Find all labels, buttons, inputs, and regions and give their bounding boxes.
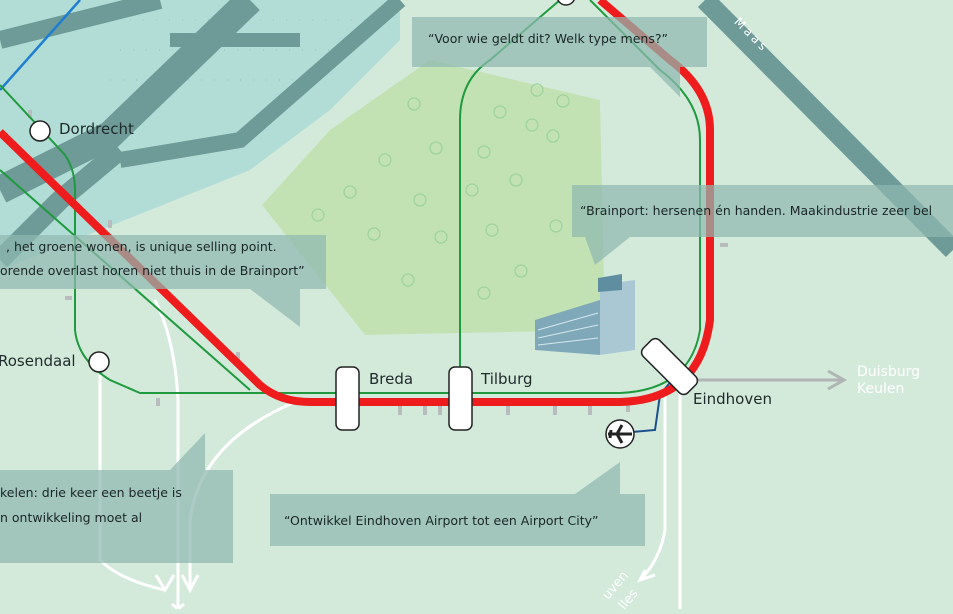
callout-right: “Brainport: hersenen én handen. Maakindu… bbox=[580, 203, 933, 218]
destination-duisburg: Duisburg bbox=[857, 364, 920, 380]
station-tilburg-marker[interactable] bbox=[448, 366, 473, 431]
station-label-eindhoven: Eindhoven bbox=[693, 390, 772, 408]
arrow-east bbox=[690, 369, 848, 391]
blue-line bbox=[0, 0, 81, 91]
station-label-dordrecht: Dordrecht bbox=[59, 120, 134, 138]
station-dordrecht-marker[interactable] bbox=[29, 120, 51, 142]
airport-icon[interactable] bbox=[605, 419, 635, 449]
callout-left-1: , het groene wonen, is unique selling po… bbox=[6, 239, 277, 254]
callout-boxes bbox=[0, 17, 953, 563]
callout-bottom: “Ontwikkel Eindhoven Airport tot een Air… bbox=[284, 513, 599, 528]
station-label-tilburg: Tilburg bbox=[481, 370, 533, 388]
callout-top: “Voor wie geldt dit? Welk type mens?” bbox=[428, 31, 668, 46]
callout-bottom-left-2: n ontwikkeling moet al bbox=[0, 510, 143, 525]
station-label-breda: Breda bbox=[369, 370, 414, 388]
station-breda-marker[interactable] bbox=[335, 366, 360, 431]
water-area bbox=[0, 0, 400, 270]
callout-bottom-left-1: kelen: drie keer een beetje is bbox=[0, 485, 182, 500]
building-icon bbox=[535, 274, 635, 355]
callout-left-2: orende overlast horen niet thuis in de B… bbox=[0, 263, 305, 278]
trees bbox=[311, 83, 570, 300]
station-label-rosendaal: Rosendaal bbox=[0, 352, 76, 370]
station-eindhoven-marker[interactable] bbox=[639, 336, 700, 397]
station-top-marker[interactable] bbox=[557, 0, 575, 6]
arrows-south bbox=[154, 574, 200, 609]
dotted-polder bbox=[110, 19, 380, 81]
park-area bbox=[262, 60, 605, 335]
destination-keulen: Keulen bbox=[857, 381, 905, 397]
station-rosendaal-marker[interactable] bbox=[88, 351, 110, 373]
